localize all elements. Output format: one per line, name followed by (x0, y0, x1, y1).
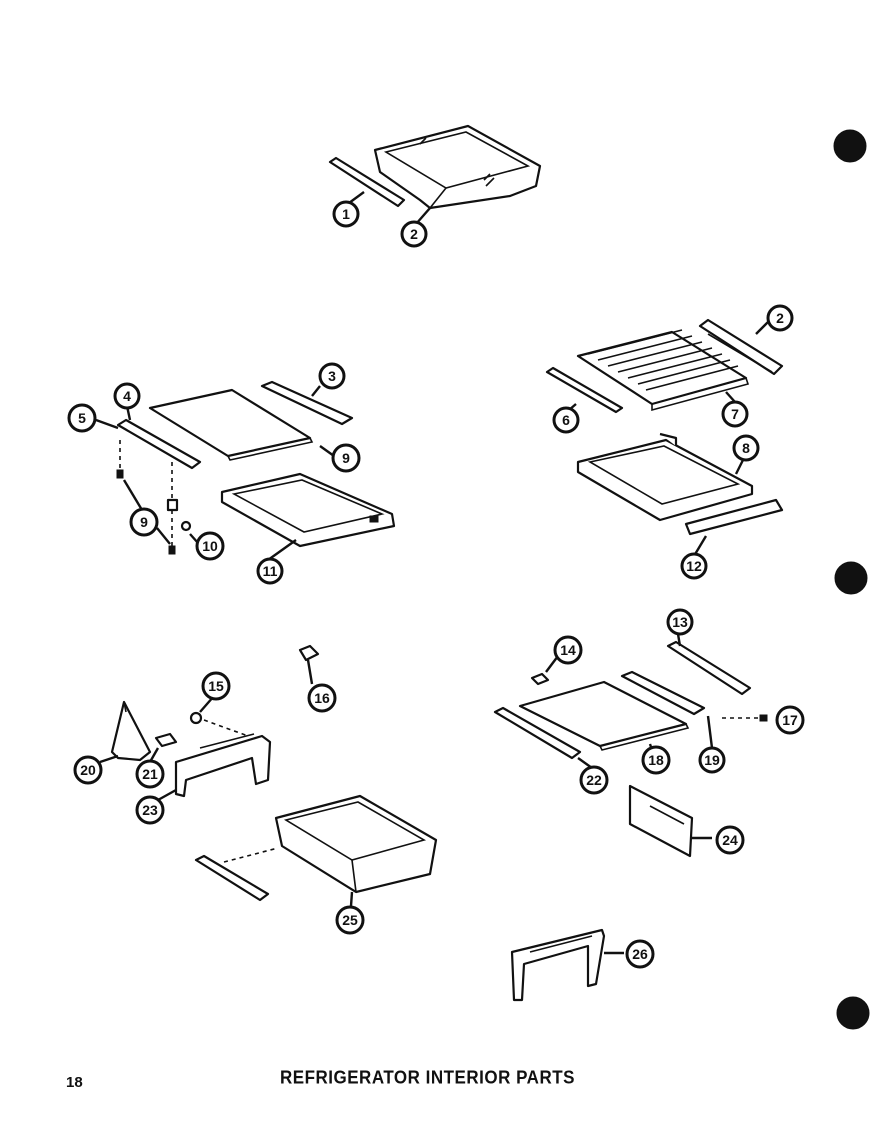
crisper-rail-top (328, 156, 406, 208)
binder-hole (833, 129, 867, 163)
binder-hole (834, 561, 868, 595)
glass-shelf (148, 388, 314, 461)
shelf-bracket-1 (698, 318, 784, 376)
page-title: REFRIGERATOR INTERIOR PARTS (280, 1067, 575, 1088)
callout-24: 9 (129, 507, 159, 537)
svg-text:16: 16 (314, 690, 330, 706)
clip-26 (298, 644, 320, 662)
svg-text:5: 5 (78, 410, 86, 426)
svg-text:2: 2 (410, 226, 418, 242)
crisper-pan-top (373, 124, 542, 210)
callout-1: 2 (766, 304, 794, 332)
screw-24 (116, 469, 176, 555)
svg-text:13: 13 (672, 614, 688, 630)
svg-text:21: 21 (142, 766, 158, 782)
svg-text:10: 10 (202, 538, 218, 554)
callout-5: 6 (552, 406, 580, 434)
dairy-door-19 (628, 784, 694, 858)
callout-12: 10 (195, 531, 225, 561)
callout-14: 20 (73, 755, 103, 785)
shelf-trim-9-lower (620, 670, 706, 716)
callout-11: 4 (113, 382, 141, 410)
shelf-rail-5 (545, 366, 624, 414)
callout-9-lower: 19 (698, 746, 726, 774)
svg-text:18: 18 (648, 752, 664, 768)
callout-3: 12 (680, 552, 708, 580)
svg-text:17: 17 (782, 712, 798, 728)
callout-23: 17 (775, 705, 805, 735)
control-housing-16 (174, 733, 272, 798)
svg-text:9: 9 (140, 514, 148, 530)
shelf-frame-2-left (220, 472, 396, 548)
shelf-support-3 (684, 498, 784, 536)
glass-shelf-20 (518, 680, 690, 751)
clip-22 (530, 672, 550, 686)
callout-22: 14 (553, 635, 583, 665)
callout-17: 25 (335, 905, 365, 935)
callout-4: 7 (721, 400, 749, 428)
svg-text:15: 15 (208, 678, 224, 694)
svg-text:9: 9 (342, 450, 350, 466)
callout-6: 2 (400, 220, 428, 248)
svg-text:8: 8 (742, 440, 750, 456)
callout-26: 16 (307, 683, 337, 713)
socket-15 (154, 732, 178, 748)
callout-7: 1 (332, 200, 360, 228)
page-number: 18 (66, 1074, 83, 1091)
svg-text:14: 14 (560, 642, 576, 658)
control-housing-18 (510, 928, 606, 1002)
callout-2-right: 8 (732, 434, 760, 462)
callout-25: 5 (67, 403, 97, 433)
callout-20: 18 (641, 745, 671, 775)
shelf-trim-8 (666, 640, 752, 696)
svg-text:4: 4 (123, 388, 131, 404)
svg-text:3: 3 (328, 368, 336, 384)
binder-hole (836, 996, 870, 1030)
svg-text:23: 23 (142, 802, 158, 818)
callout-13: 15 (201, 671, 231, 701)
svg-text:20: 20 (80, 762, 96, 778)
callout-21: 22 (579, 765, 609, 795)
svg-text:2: 2 (776, 310, 784, 326)
svg-text:19: 19 (704, 752, 720, 768)
callout-2-left: 11 (256, 557, 284, 585)
svg-text:6: 6 (562, 412, 570, 428)
wire-shelf (576, 329, 750, 412)
bulb-13 (189, 711, 203, 725)
callout-8: 13 (666, 608, 694, 636)
callout-15: 21 (135, 759, 165, 789)
crisper-rail-bottom (194, 854, 270, 902)
svg-text:11: 11 (263, 563, 278, 579)
shelf-rail-11 (116, 418, 202, 470)
screw-23 (759, 714, 768, 722)
shelf-trim-21 (493, 706, 582, 760)
light-shield-14 (110, 700, 152, 762)
callout-9: 3 (318, 362, 346, 390)
callout-19: 24 (715, 825, 745, 855)
crisper-pan-bottom (274, 794, 438, 894)
svg-text:1: 1 (342, 206, 350, 222)
svg-text:26: 26 (632, 946, 648, 962)
svg-text:22: 22 (586, 772, 602, 788)
callout-16: 23 (135, 795, 165, 825)
callout-18: 26 (625, 939, 655, 969)
svg-text:25: 25 (342, 912, 358, 928)
shelf-trim-9 (260, 380, 354, 426)
svg-text:12: 12 (686, 558, 702, 574)
callout-10: 9 (331, 443, 361, 473)
svg-text:24: 24 (722, 832, 738, 848)
spacer-12 (166, 498, 192, 532)
shelf-frame-2-right (576, 432, 754, 522)
svg-text:7: 7 (731, 406, 739, 422)
